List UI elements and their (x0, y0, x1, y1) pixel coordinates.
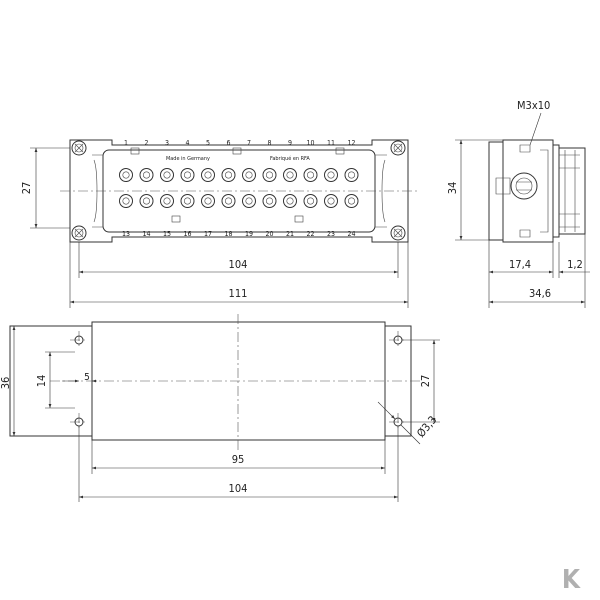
dim-cutout-104: 104 (229, 482, 248, 495)
marking-fabrique: Fabriqué en RFA (270, 155, 310, 162)
contact-pin-icon (262, 194, 277, 208)
cutout-view: 36 14 5 27 Ø3,3 95 104 (0, 314, 440, 502)
dim-side-17-4: 17,4 (509, 258, 531, 271)
contact-pin-icon (119, 168, 133, 182)
contact-pin-icon (139, 168, 154, 182)
dim-side-1-2: 1,2 (567, 258, 583, 271)
pin-number-label: 3 (165, 139, 169, 147)
side-view: M3x10 34 17,4 1,2 34,6 (446, 99, 590, 308)
pin-number-label: 24 (347, 230, 355, 238)
pin-numbers-bottom: 13 14 15 16 17 18 19 20 21 22 23 24 (122, 230, 356, 238)
pin-number-label: 22 (306, 230, 314, 238)
contact-pin-icon (221, 194, 236, 208)
screw-icon (390, 225, 406, 241)
contact-pin-icon (201, 168, 215, 182)
pin-number-label: 23 (327, 230, 335, 238)
pin-number-label: 10 (306, 139, 314, 147)
contact-pin-icon (180, 168, 195, 182)
pin-number-label: 8 (267, 139, 271, 147)
contact-pin-icon (242, 168, 256, 182)
pin-number-label: 4 (185, 139, 189, 147)
thread-label: M3x10 (517, 99, 550, 112)
pin-number-label: 9 (288, 139, 292, 147)
contact-pin-icon (180, 194, 195, 208)
pin-number-label: 20 (265, 230, 273, 238)
pin-number-label: 6 (226, 139, 230, 147)
contact-pin-icon (324, 194, 338, 208)
screw-head-icon (510, 172, 538, 200)
pin-number-label: 5 (206, 139, 210, 147)
logo-glyph: K (562, 565, 581, 595)
pin-number-label: 16 (183, 230, 191, 238)
pin-number-label: 12 (347, 139, 355, 147)
dim-front-104: 104 (229, 258, 248, 271)
kramp-logo-icon: K (562, 565, 581, 595)
dim-cutout-36: 36 (0, 377, 12, 390)
contact-grid (119, 168, 359, 208)
pin-number-label: 19 (245, 230, 253, 238)
contact-pin-icon (283, 168, 297, 182)
mount-hole-icon (70, 331, 88, 349)
dim-cutout-27: 27 (419, 375, 432, 388)
contact-pin-icon (344, 194, 359, 208)
contact-pin-icon (221, 168, 236, 182)
contact-pin-icon (160, 194, 174, 208)
contact-pin-icon (139, 194, 154, 208)
screw-icon (71, 225, 87, 241)
pin-number-label: 7 (247, 139, 251, 147)
pin-number-label: 1 (124, 139, 128, 147)
contact-pin-icon (242, 194, 256, 208)
pin-number-label: 15 (163, 230, 171, 238)
pin-number-label: 11 (327, 139, 335, 147)
contact-pin-icon (201, 194, 215, 208)
pin-number-label: 2 (144, 139, 148, 147)
pin-number-label: 17 (204, 230, 212, 238)
contact-pin-icon (303, 168, 318, 182)
pin-number-label: 13 (122, 230, 130, 238)
contact-pin-icon (160, 168, 174, 182)
screw-icon (390, 140, 406, 156)
pin-number-label: 21 (286, 230, 294, 238)
contact-pin-icon (344, 168, 359, 182)
dim-side-34-6: 34,6 (529, 287, 551, 300)
contact-pin-icon (324, 168, 338, 182)
dim-side-height: 34 (446, 182, 459, 195)
dim-front-height: 27 (20, 182, 33, 195)
dim-cutout-95: 95 (232, 453, 245, 466)
marking-made-in: Made in Germany (166, 156, 210, 162)
pin-number-label: 18 (224, 230, 232, 238)
contact-pin-icon (119, 194, 133, 208)
dim-cutout-14: 14 (35, 375, 48, 388)
pin-number-label: 14 (142, 230, 150, 238)
screw-icon (71, 140, 87, 156)
contact-pin-icon (303, 194, 318, 208)
dim-hole-diameter: Ø3,3 (414, 414, 439, 440)
dim-front-111: 111 (229, 287, 248, 300)
contact-pin-icon (262, 168, 277, 182)
dim-cutout-5: 5 (84, 372, 90, 383)
contact-pin-icon (283, 194, 297, 208)
